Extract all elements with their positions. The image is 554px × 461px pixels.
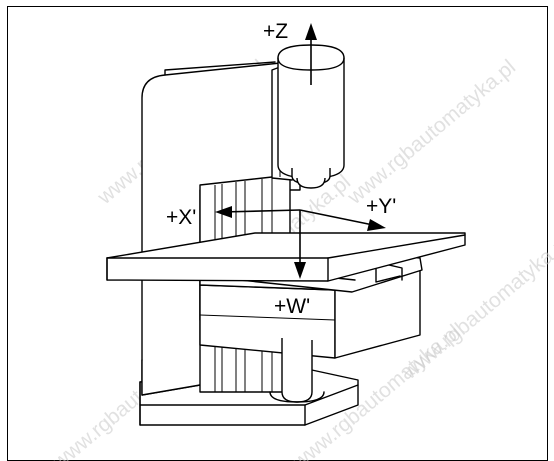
machine-column	[141, 61, 301, 396]
x-arrowhead	[215, 206, 232, 218]
y-axis-arrow	[299, 209, 379, 227]
x-axis-arrow	[221, 209, 301, 213]
y-arrowhead	[367, 219, 386, 231]
z-arrowhead	[305, 23, 317, 40]
w-arrowhead	[294, 262, 306, 279]
work-table	[106, 232, 466, 282]
x-axis-label: +X'	[166, 206, 196, 229]
z-axis-label: +Z	[263, 20, 288, 43]
y-axis-label: +Y'	[366, 195, 396, 218]
spindle-housing	[277, 44, 345, 189]
axis-labels: +Z +X' +Y' +W'	[166, 20, 396, 318]
support-pillar	[269, 338, 325, 403]
axis-arrows	[215, 23, 386, 279]
w-axis-label: +W'	[274, 295, 310, 318]
watermark-text: www.rgbautomatyka.pl	[343, 55, 520, 209]
